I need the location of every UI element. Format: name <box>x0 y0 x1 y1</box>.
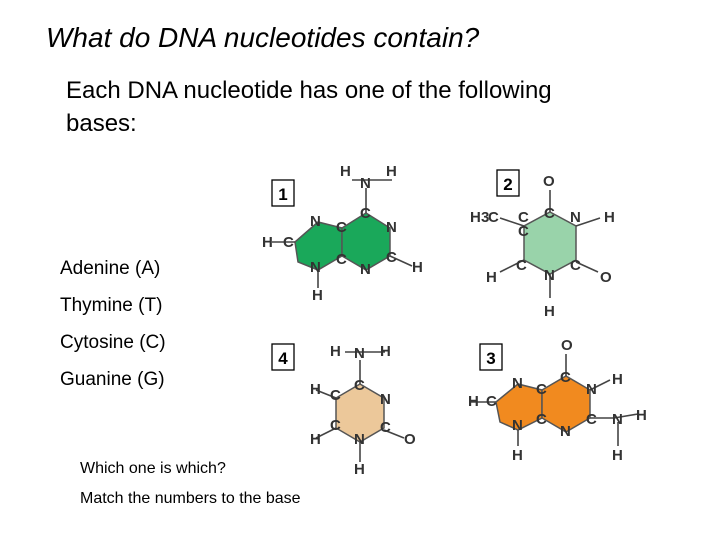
svg-text:H: H <box>412 259 423 276</box>
svg-text:C: C <box>354 377 365 394</box>
svg-text:C: C <box>380 419 391 436</box>
svg-text:H: H <box>262 234 273 251</box>
molecule-4: 4 H N H H C C N C H N C O H <box>271 343 416 478</box>
svg-text:C: C <box>536 411 547 428</box>
svg-text:H: H <box>486 269 497 286</box>
svg-text:N: N <box>386 219 397 236</box>
svg-text:C: C <box>560 369 571 386</box>
svg-text:N: N <box>354 431 365 448</box>
svg-text:C: C <box>586 411 597 428</box>
molecule-3: 3 O N C C N H H C C N N C N H H H <box>468 337 647 464</box>
svg-text:O: O <box>600 269 612 286</box>
svg-text:N: N <box>586 381 597 398</box>
svg-text:H: H <box>612 447 623 464</box>
svg-text:C: C <box>360 205 371 222</box>
base-adenine: Adenine (A) <box>60 258 161 279</box>
svg-text:N: N <box>512 375 523 392</box>
number-label-4: 4 <box>278 349 288 368</box>
svg-text:C: C <box>336 219 347 236</box>
svg-text:3: 3 <box>481 209 489 226</box>
svg-text:H: H <box>544 303 555 320</box>
svg-text:H: H <box>330 343 341 360</box>
number-box-1 <box>271 179 295 207</box>
svg-text:C: C <box>516 257 527 274</box>
svg-text:O: O <box>561 337 573 354</box>
svg-text:N: N <box>560 423 571 440</box>
svg-text:N: N <box>360 175 371 192</box>
svg-text:N: N <box>310 259 321 276</box>
svg-text:N: N <box>612 411 623 428</box>
question-match: Match the numbers to the base <box>80 490 301 507</box>
atom-h: H <box>340 163 351 180</box>
svg-text:C: C <box>330 417 341 434</box>
svg-text:N: N <box>310 213 321 230</box>
number-box-3 <box>479 343 503 371</box>
svg-text:C: C <box>330 387 341 404</box>
svg-text:C: C <box>518 209 529 226</box>
svg-text:N: N <box>354 345 365 362</box>
number-box-4 <box>271 343 295 371</box>
svg-text:O: O <box>543 173 555 190</box>
number-label-1: 1 <box>278 185 287 204</box>
svg-text:H: H <box>354 461 365 478</box>
svg-text:N: N <box>360 261 371 278</box>
slide-title: What do DNA nucleotides contain? <box>46 22 480 53</box>
number-label-2: 2 <box>503 175 512 194</box>
slide-subtitle: Each DNA nucleotide has one of the follo… <box>66 77 552 137</box>
svg-text:C: C <box>283 234 294 251</box>
svg-text:C: C <box>488 209 499 226</box>
svg-text:N: N <box>544 267 555 284</box>
svg-text:H: H <box>604 209 615 226</box>
svg-text:H: H <box>386 163 397 180</box>
svg-text:H: H <box>380 343 391 360</box>
svg-text:C: C <box>518 223 529 240</box>
number-label-3: 3 <box>486 349 495 368</box>
svg-text:C: C <box>570 257 581 274</box>
svg-text:H: H <box>310 431 321 448</box>
svg-text:O: O <box>404 431 416 448</box>
svg-text:H: H <box>636 407 647 424</box>
molecule-1: 1 H N H H C N C C N C N N C H H <box>262 163 423 304</box>
base-thymine: Thymine (T) <box>60 295 163 316</box>
svg-text:N: N <box>570 209 581 226</box>
molecule-2: 2 O H 3 C C C N H C H C N C O H <box>470 169 615 320</box>
number-box-2 <box>496 169 520 197</box>
svg-text:H: H <box>468 393 479 410</box>
question-which: Which one is which? <box>80 460 226 477</box>
svg-text:C: C <box>386 249 397 266</box>
svg-text:H: H <box>612 371 623 388</box>
svg-text:C: C <box>486 393 497 410</box>
base-cytosine: Cytosine (C) <box>60 332 166 353</box>
svg-text:N: N <box>512 417 523 434</box>
base-guanine: Guanine (G) <box>60 369 165 390</box>
svg-text:H: H <box>310 381 321 398</box>
svg-text:C: C <box>544 205 555 222</box>
svg-text:H: H <box>512 447 523 464</box>
svg-text:C: C <box>336 251 347 268</box>
svg-text:H: H <box>312 287 323 304</box>
svg-text:H: H <box>470 209 481 226</box>
svg-text:N: N <box>380 391 391 408</box>
svg-text:C: C <box>536 381 547 398</box>
